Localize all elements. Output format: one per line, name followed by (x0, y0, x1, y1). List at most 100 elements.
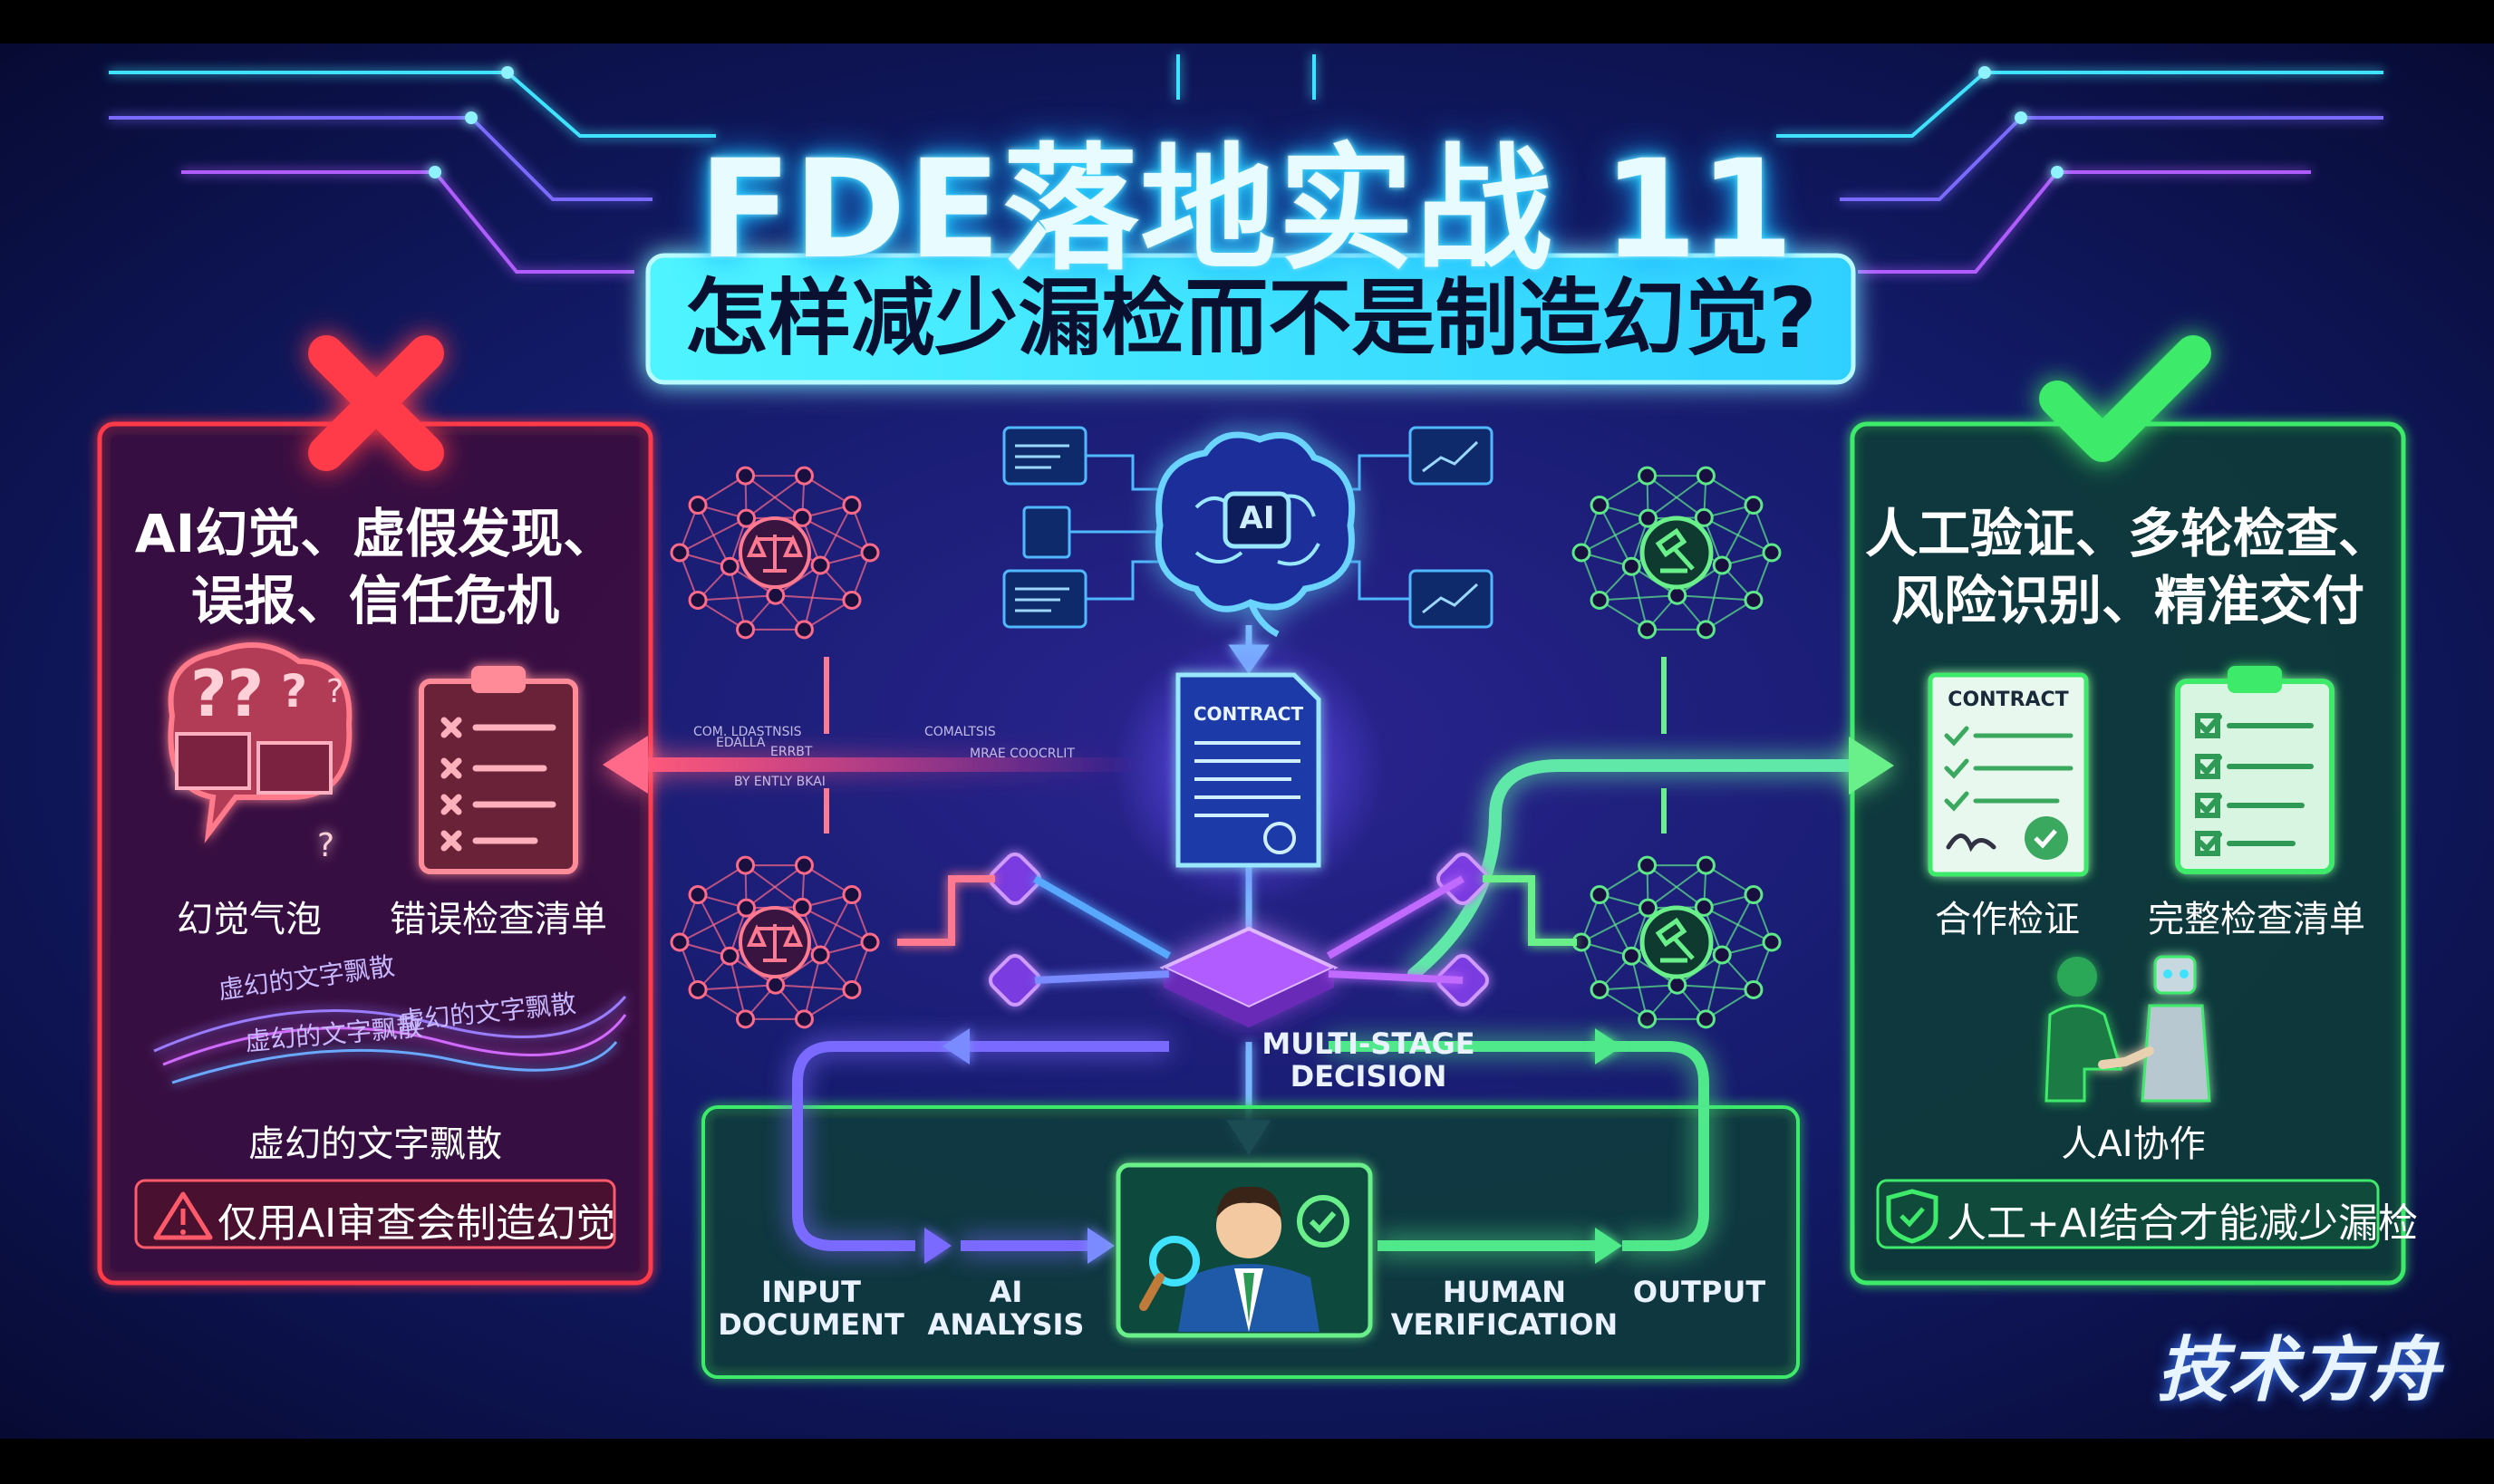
decision-label-line1: MULTI-STAGE (1262, 1026, 1475, 1061)
warning-text: 仅用AI审查会制造幻觉 (218, 1200, 616, 1247)
network-node (842, 496, 862, 516)
right-panel-heading-line1: 人工验证、多轮检查、 (1864, 503, 2391, 564)
brand-logo: 技术方舟 (2157, 1330, 2441, 1412)
network-node (860, 543, 880, 563)
left-panel-heading-line1: AI幻觉、虚假发现、 (134, 503, 616, 564)
check-icon (2039, 335, 2211, 462)
network-node (737, 508, 757, 528)
network-node (688, 590, 708, 610)
error-checklist-icon (419, 666, 578, 874)
glitch-text-1: COMALTSIS (924, 725, 996, 739)
step-ai-line2: ANALYSIS (927, 1307, 1085, 1342)
svg-text:??: ?? (190, 657, 264, 731)
network-node (1696, 466, 1716, 486)
network-node (1621, 946, 1641, 966)
hallucination-bubble-label: 幻觉气泡 (177, 899, 322, 940)
network-node (1694, 507, 1714, 527)
network-node (1590, 885, 1610, 905)
network-node (1744, 979, 1764, 999)
network-node (794, 1009, 814, 1029)
data-cards (1002, 426, 1494, 629)
network-node (1621, 556, 1641, 576)
complete-checklist-icon (2175, 666, 2334, 874)
network-node (792, 897, 812, 917)
network-node (1744, 885, 1764, 905)
svg-text:?: ? (326, 673, 343, 710)
contract-document-icon (1175, 672, 1321, 868)
svg-text:?: ? (317, 827, 334, 864)
network-node (1590, 979, 1610, 999)
network-node (1762, 932, 1782, 952)
network-node (842, 590, 862, 610)
network-node (1712, 555, 1732, 575)
human-inspector-icon (1139, 1186, 1349, 1332)
page-title: FDE落地实战 11 (698, 131, 1796, 289)
glitch-text-6: BY ENTLY BKAI (734, 775, 826, 789)
decision-label-line2: DECISION (1290, 1059, 1447, 1094)
neural-network-right-bottom (1571, 855, 1782, 1029)
network-node (720, 556, 740, 576)
network-node (1744, 590, 1764, 610)
glitch-text-5: ERRBT (770, 745, 813, 759)
shield-check-icon (1886, 1189, 1938, 1244)
success-text: 人工+AI结合才能减少漏检 (1947, 1200, 2418, 1247)
network-node (720, 946, 740, 966)
network-node (688, 496, 708, 516)
hub-links (897, 875, 1577, 984)
step-output-line1: OUTPUT (1632, 1275, 1766, 1309)
warning-icon (153, 1191, 213, 1240)
network-node (810, 945, 830, 965)
network-node (1590, 590, 1610, 610)
glitch-text-3: COM. LDASTNSIS (693, 725, 802, 739)
network-node (1762, 543, 1782, 563)
network-node (736, 466, 756, 486)
glitch-text-4: EDALLA (716, 736, 766, 750)
network-node (794, 620, 814, 640)
human-ai-collab-label: 人AI协作 (2061, 1123, 2206, 1165)
network-node (736, 855, 756, 875)
network-node (766, 975, 786, 995)
contract-label: CONTRACT (1193, 703, 1304, 725)
network-node (842, 979, 862, 999)
network-node (1668, 585, 1687, 605)
network-node (1590, 496, 1610, 516)
network-node (810, 555, 830, 575)
warning-badge-frame (134, 1179, 616, 1249)
network-node (842, 885, 862, 905)
net-connectors (824, 657, 1667, 834)
arrow-to-left-panel (603, 736, 1142, 794)
network-node (1696, 620, 1716, 640)
verified-contract-icon (1928, 672, 2089, 877)
network-node (688, 979, 708, 999)
network-node (670, 543, 690, 563)
step-input-line2: DOCUMENT (718, 1307, 904, 1342)
network-node (1638, 898, 1658, 918)
network-node (1712, 945, 1732, 965)
network-node (737, 898, 757, 918)
circuit-traces (109, 54, 2383, 274)
network-node (1696, 1009, 1716, 1029)
network-node (1696, 855, 1716, 875)
network-node (794, 855, 814, 875)
network-node (1638, 508, 1658, 528)
wave-label: 虚幻的文字飘散 (248, 1123, 502, 1165)
glitch-text-2: MRAE COOCRLIT (970, 747, 1075, 761)
cross-icon (308, 335, 444, 471)
network-node (792, 507, 812, 527)
brain-icon (1155, 431, 1356, 638)
right-panel-heading-line2: 风险识别、精准交付 (1890, 570, 2364, 631)
error-checklist-label: 错误检查清单 (390, 899, 607, 940)
arrow-to-right-panel (1407, 737, 1894, 980)
network-node (670, 932, 690, 952)
gavel-icon (1639, 516, 1714, 979)
wave-ribbons (153, 996, 627, 1084)
step-human-line1: HUMAN (1442, 1275, 1567, 1309)
scales-icon (739, 516, 811, 978)
cooperative-verification-label: 合作检证 (1935, 899, 2080, 940)
network-node (766, 585, 786, 605)
svg-text:?: ? (281, 665, 307, 718)
network-node (1571, 543, 1591, 563)
network-node (1638, 466, 1658, 486)
